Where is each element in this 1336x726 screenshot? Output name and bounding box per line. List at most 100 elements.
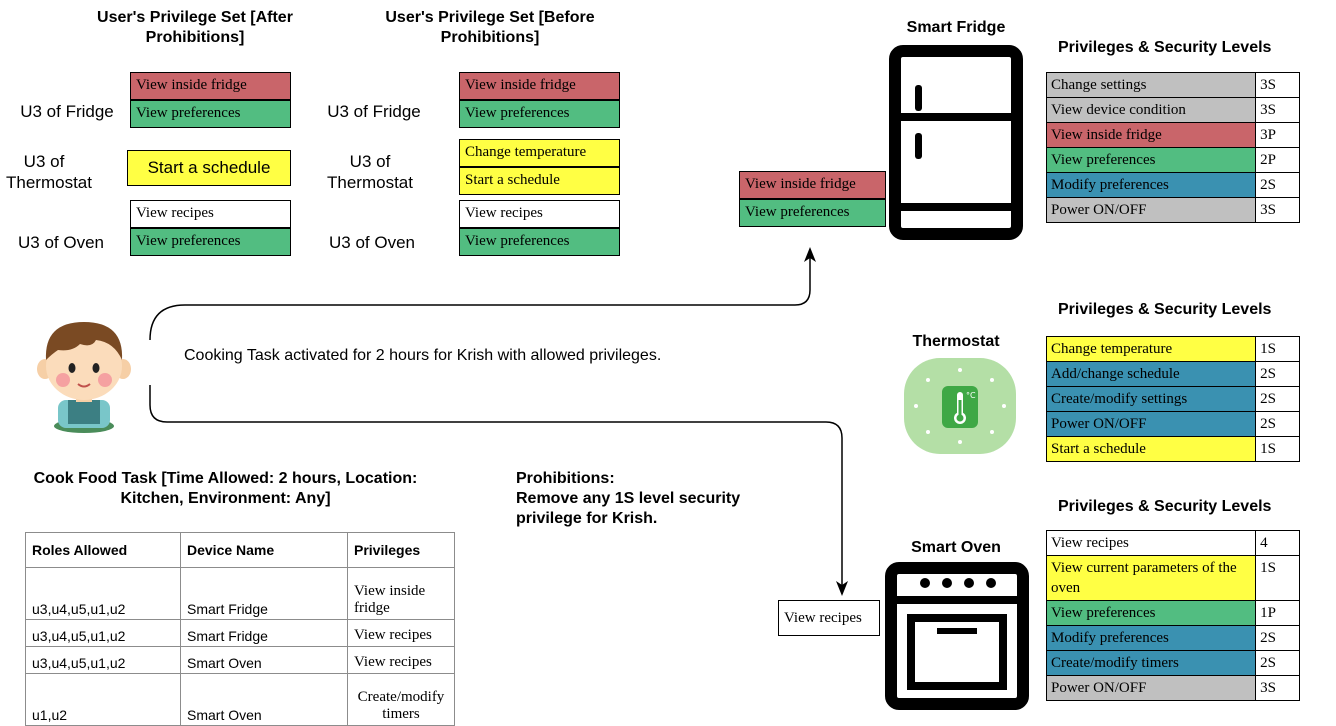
privilege-name: Add/change schedule — [1045, 361, 1257, 387]
task-table: Roles Allowed Device Name Privileges u3,… — [25, 532, 455, 726]
privilege-name: View preferences — [1045, 600, 1257, 626]
after-oven-item: View recipes — [130, 200, 291, 228]
security-level: 3S — [1255, 72, 1300, 98]
fridge-table-title: Privileges & Security Levels — [1058, 39, 1272, 56]
arrow-to-fridge-popup — [149, 252, 811, 341]
table-row: u3,u4,u5,u1,u2 Smart Fridge View recipes — [25, 619, 455, 647]
task-privilege: View recipes — [347, 619, 455, 647]
privilege-name: Modify preferences — [1045, 172, 1257, 198]
privilege-name: View recipes — [1045, 530, 1257, 556]
oven-popup-item: View recipes — [778, 600, 880, 636]
before-fridge-item: View inside fridge — [459, 72, 620, 100]
privilege-name: Change temperature — [1045, 336, 1257, 362]
privilege-name: Modify preferences — [1045, 625, 1257, 651]
security-level: 1P — [1255, 600, 1300, 626]
oven-icon — [885, 562, 1029, 710]
after-fridge-label: U3 of Fridge — [20, 102, 114, 121]
security-level: 3P — [1255, 122, 1300, 148]
privilege-name: Create/modify timers — [1045, 650, 1257, 676]
boy-avatar-icon — [37, 322, 131, 433]
privilege-name: Power ON/OFF — [1045, 197, 1257, 223]
task-device: Smart Fridge — [180, 619, 348, 647]
security-level: 2S — [1255, 172, 1300, 198]
after-fridge-item: View preferences — [130, 100, 291, 128]
privilege-name: Power ON/OFF — [1045, 411, 1257, 437]
activation-text: Cooking Task activated for 2 hours for K… — [184, 347, 662, 364]
security-level: 2P — [1255, 147, 1300, 173]
security-level: 3S — [1255, 675, 1300, 701]
task-table-header: Roles Allowed Device Name Privileges — [25, 532, 455, 568]
security-level: 1S — [1255, 436, 1300, 462]
privilege-name: Change settings — [1045, 72, 1257, 98]
security-level: 2S — [1255, 650, 1300, 676]
security-level: 2S — [1255, 361, 1300, 387]
prohibitions-title: Prohibitions: — [516, 470, 615, 487]
after-set-title: User's Privilege Set [After Prohibitions… — [97, 9, 293, 46]
privilege-name: Power ON/OFF — [1045, 675, 1257, 701]
prohibitions-text: Remove any 1S level security privilege f… — [516, 490, 741, 527]
privilege-name: View current parameters of the oven — [1045, 555, 1257, 601]
fridge-name: Smart Fridge — [906, 19, 1006, 36]
fridge-popup-item: View inside fridge — [739, 171, 886, 199]
task-privilege: View inside fridge — [347, 567, 455, 620]
table-row: u3,u4,u5,u1,u2 Smart Oven View recipes — [25, 646, 455, 674]
before-oven-label: U3 of Oven — [329, 233, 415, 252]
task-privilege: View recipes — [347, 646, 455, 674]
after-fridge-item: View inside fridge — [130, 72, 291, 100]
before-oven-item: View preferences — [459, 228, 620, 256]
security-level: 3S — [1255, 197, 1300, 223]
oven-name: Smart Oven — [911, 539, 1001, 556]
task-role: u3,u4,u5,u1,u2 — [25, 646, 181, 674]
security-level: 2S — [1255, 411, 1300, 437]
before-thermostat-item: Start a schedule — [459, 167, 620, 195]
privilege-name: View inside fridge — [1045, 122, 1257, 148]
after-oven-item: View preferences — [130, 228, 291, 256]
before-thermostat-label: U3 of Thermostat — [327, 152, 413, 192]
task-header: Privileges — [347, 532, 455, 568]
arrowhead-down — [836, 581, 848, 596]
table-row: u1,u2 Smart Oven Create/modify timers — [25, 673, 455, 726]
security-level: 2S — [1255, 625, 1300, 651]
table-row: u3,u4,u5,u1,u2 Smart Fridge View inside … — [25, 567, 455, 620]
privilege-name: Start a schedule — [1045, 436, 1257, 462]
security-level: 3S — [1255, 97, 1300, 123]
task-role: u3,u4,u5,u1,u2 — [25, 619, 181, 647]
fridge-icon — [889, 45, 1023, 240]
fridge-popup-item: View preferences — [739, 199, 886, 227]
arrowhead-up — [804, 247, 816, 262]
after-oven-label: U3 of Oven — [18, 233, 104, 252]
task-title: Cook Food Task [Time Allowed: 2 hours, L… — [33, 470, 418, 507]
security-level: 4 — [1255, 530, 1300, 556]
thermostat-table-title: Privileges & Security Levels — [1058, 301, 1272, 318]
security-level: 1S — [1255, 336, 1300, 362]
task-header: Roles Allowed — [25, 532, 181, 568]
privilege-name: Create/modify settings — [1045, 386, 1257, 412]
task-privilege: Create/modify timers — [347, 673, 455, 726]
task-role: u1,u2 — [25, 673, 181, 726]
privilege-name: View device condition — [1045, 97, 1257, 123]
security-level: 2S — [1255, 386, 1300, 412]
before-thermostat-item: Change temperature — [459, 139, 620, 167]
before-set-title: User's Privilege Set [Before Prohibition… — [385, 9, 595, 46]
task-role: u3,u4,u5,u1,u2 — [25, 567, 181, 620]
thermostat-name: Thermostat — [912, 333, 1000, 350]
thermostat-icon: °C — [904, 358, 1016, 454]
